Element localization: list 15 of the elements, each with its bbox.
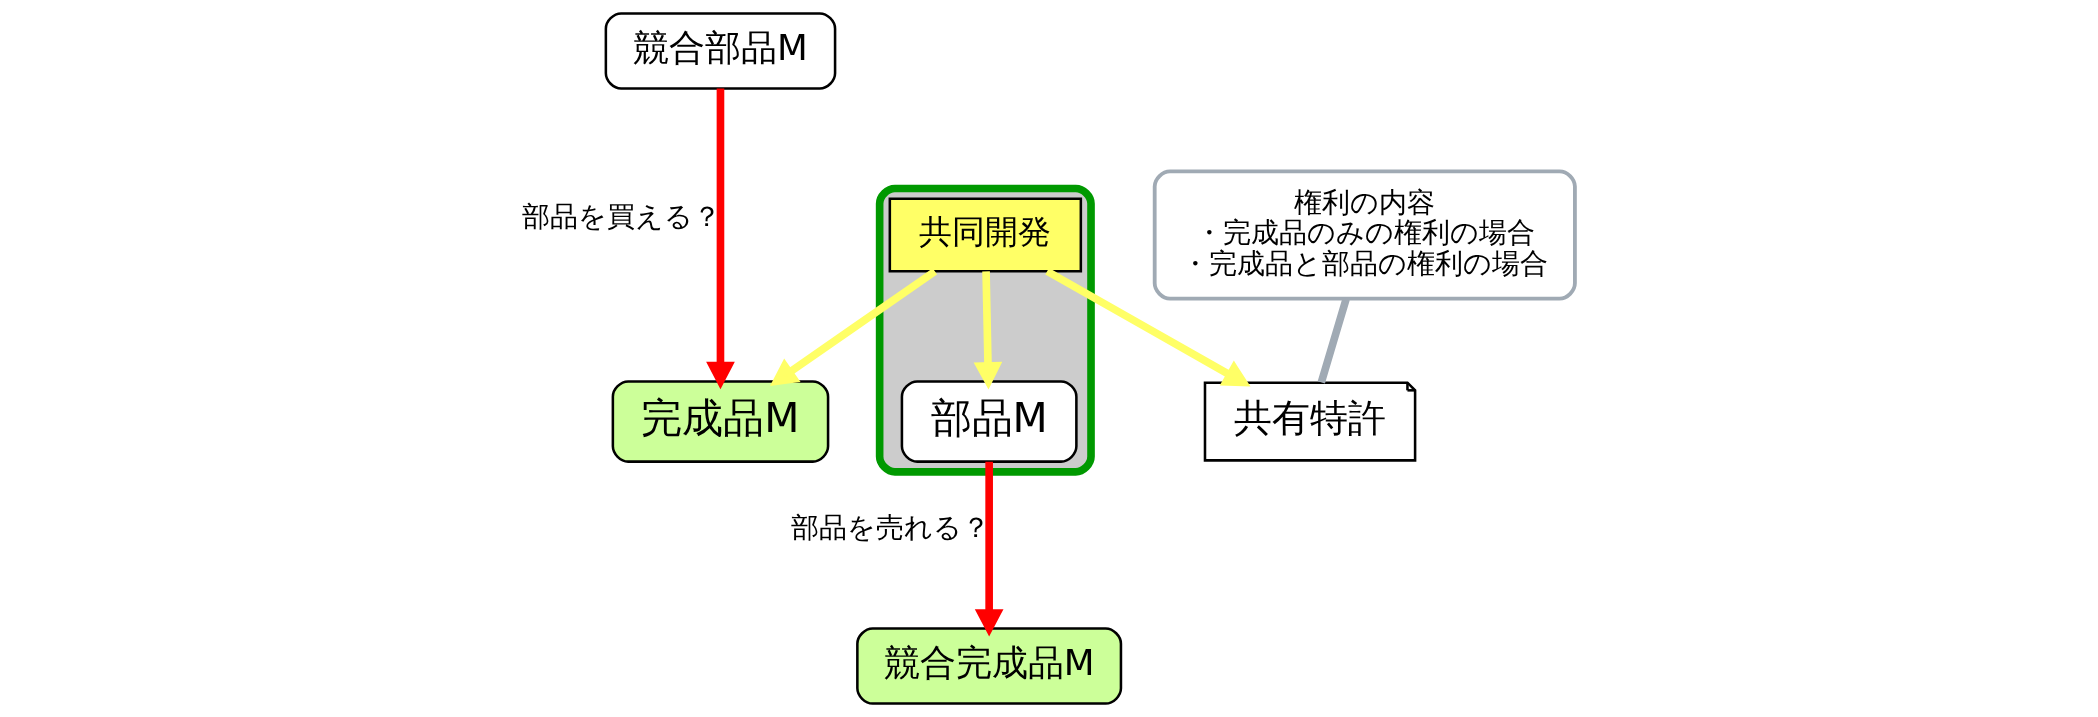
- arrow: [706, 88, 735, 390]
- node-box: 部品M: [900, 380, 1078, 463]
- node-box: 権利の内容 ・完成品のみの権利の場合 ・完成品と部品の権利の場合: [1152, 169, 1577, 301]
- node-box: 完成品M: [611, 380, 830, 463]
- node-box: 共同開発: [888, 197, 1083, 273]
- arrow: [974, 461, 1004, 637]
- edge-label: 部品を売れる？: [790, 510, 990, 544]
- connector: [1317, 297, 1350, 384]
- arrow: [1045, 267, 1251, 387]
- node-box: 競合完成品M: [856, 627, 1123, 705]
- node-box: 競合部品M: [604, 12, 837, 90]
- cluster: [875, 184, 1095, 476]
- arrow: [769, 268, 938, 386]
- arrow: [973, 271, 1003, 390]
- edge-label: 部品を買える？: [522, 200, 722, 234]
